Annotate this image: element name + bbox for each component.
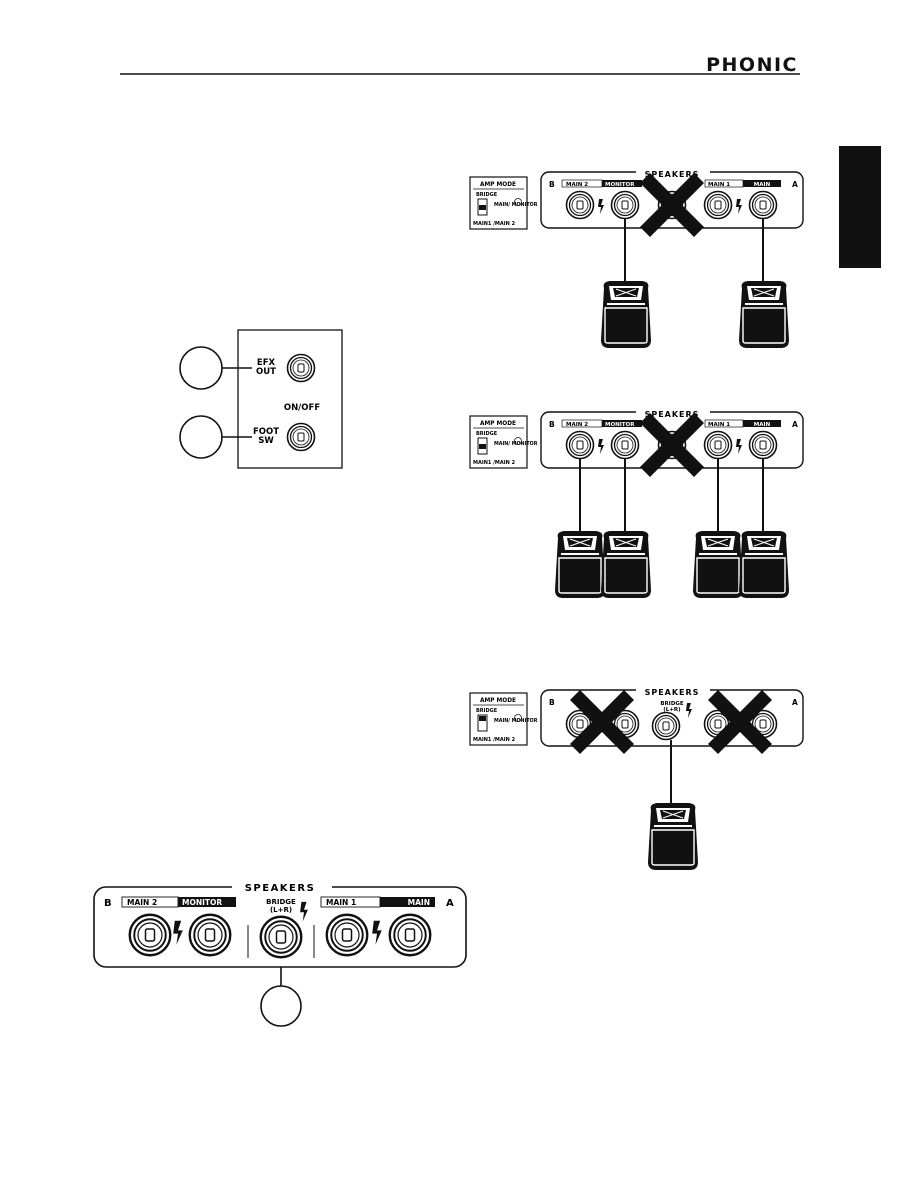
efx-out-jack [286,353,316,383]
svg-text:MAIN 2: MAIN 2 [566,422,588,428]
main1-label: MAIN 1 [326,898,356,907]
diagram-bridge: AMP MODE BRIDGE MAIN/ MONITOR MAIN1 /MAI… [469,686,804,871]
main1-jack [325,913,369,957]
side-a-label: A [446,898,454,909]
svg-text:MAIN1 /MAIN 2: MAIN1 /MAIN 2 [473,460,516,466]
svg-text:A: A [792,180,798,189]
efx-label-out: OUT [256,367,276,377]
svg-text:MONITOR: MONITOR [605,422,635,428]
amp-mode-switch: AMP MODE BRIDGE MAIN/ MONITOR MAIN1 /MAI… [469,176,538,230]
svg-text:BRIDGE: BRIDGE [476,431,498,437]
footsw-label: FOOT [253,427,279,437]
callout-circle-footsw [179,415,223,459]
speaker-main [738,280,790,349]
svg-text:MAIN1 /MAIN 2: MAIN1 /MAIN 2 [473,221,516,227]
svg-text:SPEAKERS: SPEAKERS [645,688,700,697]
speaker-main2 [554,530,606,599]
svg-text:MAIN1 /MAIN 2: MAIN1 /MAIN 2 [473,737,516,743]
chapter-side-tab [839,146,881,268]
svg-text:AMP MODE: AMP MODE [480,182,516,188]
amp-mode-switch: AMP MODE BRIDGE MAIN/ MONITOR MAIN1 /MAI… [469,692,538,746]
svg-text:MAIN 2: MAIN 2 [566,182,588,188]
svg-text:SPEAKERS: SPEAKERS [645,410,700,419]
svg-text:MAIN: MAIN [754,182,771,188]
svg-text:BRIDGE: BRIDGE [476,192,498,198]
amp-mode-switch: AMP MODE BRIDGE MAIN/ MONITOR MAIN1 /MAI… [469,415,538,469]
bridge-jack [259,915,303,959]
speaker-monitor [600,280,652,349]
svg-text:BRIDGE: BRIDGE [660,701,684,707]
speaker-monitor [600,530,652,599]
footsw-label-sw: SW [258,436,274,446]
main-label: MAIN [408,898,430,907]
brand-logo: PHONIC [706,54,798,76]
svg-text:AMP MODE: AMP MODE [480,421,516,427]
speaker-output-panel: SPEAKERS B A MAIN 2 MONITOR MAIN 1 MAIN [540,168,804,237]
main2-label: MAIN 2 [127,898,157,907]
speakers-output-panel-large: SPEAKERS B A MAIN 2 MONITOR BRIDGE (L+R)… [93,881,467,968]
speaker-output-panel: SPEAKERS B A BRIDGE (L+R) [540,686,804,754]
diagram-main-monitor-single: AMP MODE BRIDGE MAIN/ MONITOR MAIN1 /MAI… [469,168,804,349]
efx-footsw-panel: EFX OUT ON/OFF FOOT SW [179,329,343,469]
bridge-label: BRIDGE [266,898,296,906]
bridge-lr-label: (L+R) [270,906,292,914]
svg-text:B: B [549,420,555,429]
speaker-output-panel: SPEAKERS B A MAIN 2 MONITOR MAIN 1 MAIN [540,408,804,477]
svg-text:SPEAKERS: SPEAKERS [645,170,700,179]
onoff-label: ON/OFF [284,403,320,413]
foot-sw-jack [286,422,316,452]
main-jack [388,913,432,957]
svg-text:B: B [549,698,555,707]
speaker-bridge [647,802,699,871]
monitor-label: MONITOR [182,898,222,907]
svg-text:A: A [792,420,798,429]
callout-circle-bridge [260,985,302,1027]
svg-text:MONITOR: MONITOR [605,182,635,188]
svg-text:MAIN: MAIN [754,422,771,428]
callout-circle-efx [179,346,223,390]
svg-text:A: A [792,698,798,707]
side-b-label: B [104,898,112,909]
svg-text:AMP MODE: AMP MODE [480,698,516,704]
main2-jack [128,913,172,957]
svg-text:MAIN 1: MAIN 1 [708,422,730,428]
speaker-main1 [692,530,744,599]
svg-text:B: B [549,180,555,189]
svg-text:BRIDGE: BRIDGE [476,708,498,714]
svg-text:MAIN 1: MAIN 1 [708,182,730,188]
speakers-title: SPEAKERS [245,883,316,894]
diagram-main-monitor-dual: AMP MODE BRIDGE MAIN/ MONITOR MAIN1 /MAI… [469,408,804,599]
monitor-jack [188,913,232,957]
efx-label: EFX [257,358,276,368]
speaker-main [738,530,790,599]
svg-text:(L+R): (L+R) [663,707,681,713]
